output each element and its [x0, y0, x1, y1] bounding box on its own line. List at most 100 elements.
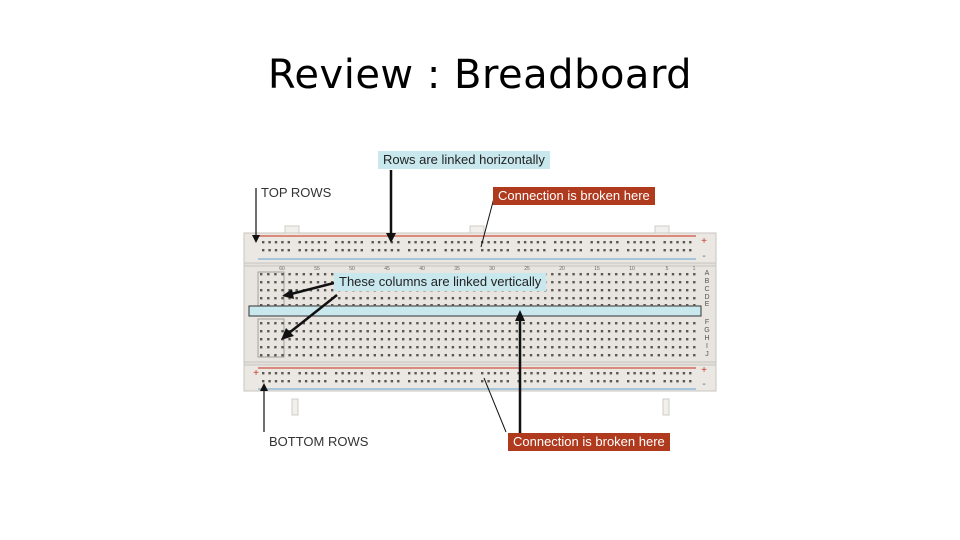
breadboard-hole: [622, 338, 625, 341]
breadboard-hole: [607, 304, 611, 307]
breadboard-hole: [331, 338, 334, 341]
breadboard-hole: [543, 249, 546, 252]
breadboard-hole: [551, 322, 554, 325]
breadboard-hole: [302, 354, 305, 357]
breadboard-hole: [267, 281, 270, 284]
breadboard-hole: [347, 372, 351, 375]
breadboard-hole: [522, 330, 526, 333]
breadboard-hole: [288, 346, 291, 349]
breadboard-hole: [366, 304, 369, 307]
breadboard-hole: [508, 322, 511, 325]
breadboard-hole: [664, 338, 668, 341]
breadboard-hole: [536, 322, 540, 325]
breadboard-hole: [560, 380, 563, 383]
breadboard-hole: [352, 330, 355, 333]
breadboard-hole: [274, 241, 278, 244]
breadboard-hole: [267, 330, 270, 333]
breadboard-hole: [636, 273, 639, 276]
breadboard-hole: [629, 322, 632, 325]
breadboard-hole: [309, 346, 313, 349]
breadboard-hole: [554, 241, 557, 244]
rows-linked-label: Rows are linked horizontally: [378, 151, 550, 169]
breadboard-hole: [451, 346, 455, 349]
breadboard-hole: [629, 346, 632, 349]
breadboard-hole: [390, 241, 394, 244]
breadboard-hole: [433, 380, 436, 383]
breadboard-hole: [450, 380, 454, 383]
row-letter-d: D: [704, 294, 709, 301]
breadboard-hole: [268, 372, 271, 375]
breadboard-hole: [639, 380, 643, 383]
breadboard-hole: [487, 372, 490, 375]
breadboard-hole: [615, 297, 618, 300]
breadboard-hole: [596, 372, 600, 375]
breadboard-hole: [536, 304, 540, 307]
breadboard-hole: [622, 354, 625, 357]
breadboard-hole: [590, 372, 593, 375]
breadboard-hole: [420, 249, 424, 252]
breadboard-hole: [494, 338, 497, 341]
bottom-rail-minus-symbol-right: -: [702, 379, 705, 390]
breadboard-hole: [380, 304, 384, 307]
breadboard-hole: [616, 241, 619, 244]
breadboard-hole: [693, 346, 696, 349]
breadboard-hole: [433, 241, 436, 244]
breadboard-hole: [309, 304, 313, 307]
breadboard-hole: [529, 330, 533, 333]
breadboard-hole: [458, 304, 462, 307]
breadboard-hole: [607, 297, 611, 300]
breadboard-hole: [352, 304, 355, 307]
breadboard-hole: [586, 354, 589, 357]
breadboard-hole: [671, 322, 675, 325]
breadboard-hole: [451, 338, 455, 341]
breadboard-hole: [463, 372, 467, 375]
breadboard-hole: [444, 338, 447, 341]
breadboard-hole: [311, 249, 314, 252]
breadboard-hole: [473, 322, 476, 325]
breadboard-hole: [427, 372, 430, 375]
breadboard-hole: [629, 338, 632, 341]
breadboard-hole: [652, 380, 655, 383]
breadboard-hole: [622, 297, 625, 300]
breadboard-hole: [558, 346, 561, 349]
breadboard-hole: [622, 304, 625, 307]
breadboard-hole: [678, 338, 682, 341]
breadboard-hole: [657, 322, 660, 325]
breadboard-hole: [416, 346, 419, 349]
breadboard-hole: [394, 338, 398, 341]
breadboard-hole: [600, 330, 604, 333]
breadboard-hole: [309, 281, 313, 284]
breadboard-hole: [501, 304, 504, 307]
breadboard-hole: [607, 354, 611, 357]
breadboard-hole: [414, 241, 417, 244]
breadboard-hole: [451, 304, 455, 307]
breadboard-hole: [671, 297, 675, 300]
bottom-rows-label: BOTTOM ROWS: [269, 434, 369, 449]
breadboard-hole: [302, 281, 305, 284]
breadboard-hole: [693, 304, 696, 307]
breadboard-hole: [274, 297, 277, 300]
breadboard-hole: [522, 338, 526, 341]
breadboard-hole: [693, 289, 696, 292]
breadboard-hole: [470, 380, 473, 383]
breadboard-hole: [678, 304, 682, 307]
breadboard-hole: [678, 330, 682, 333]
breadboard-hole: [281, 380, 284, 383]
breadboard-hole: [430, 322, 433, 325]
breadboard-hole: [380, 338, 384, 341]
breadboard-hole: [481, 372, 484, 375]
breadboard-hole: [515, 322, 518, 325]
breadboard-hole: [678, 297, 682, 300]
breadboard-hole: [338, 354, 341, 357]
breadboard-hole: [494, 330, 497, 333]
breadboard-hole: [652, 241, 655, 244]
breadboard-hole: [451, 330, 455, 333]
breadboard-hole: [323, 330, 327, 333]
breadboard-hole: [615, 273, 618, 276]
breadboard-hole: [579, 380, 582, 383]
breadboard-hole: [366, 354, 369, 357]
breadboard-hole: [352, 338, 355, 341]
breadboard-hole: [416, 338, 419, 341]
breadboard-hole: [650, 289, 653, 292]
top-rail-plus-symbol: +: [701, 236, 707, 247]
